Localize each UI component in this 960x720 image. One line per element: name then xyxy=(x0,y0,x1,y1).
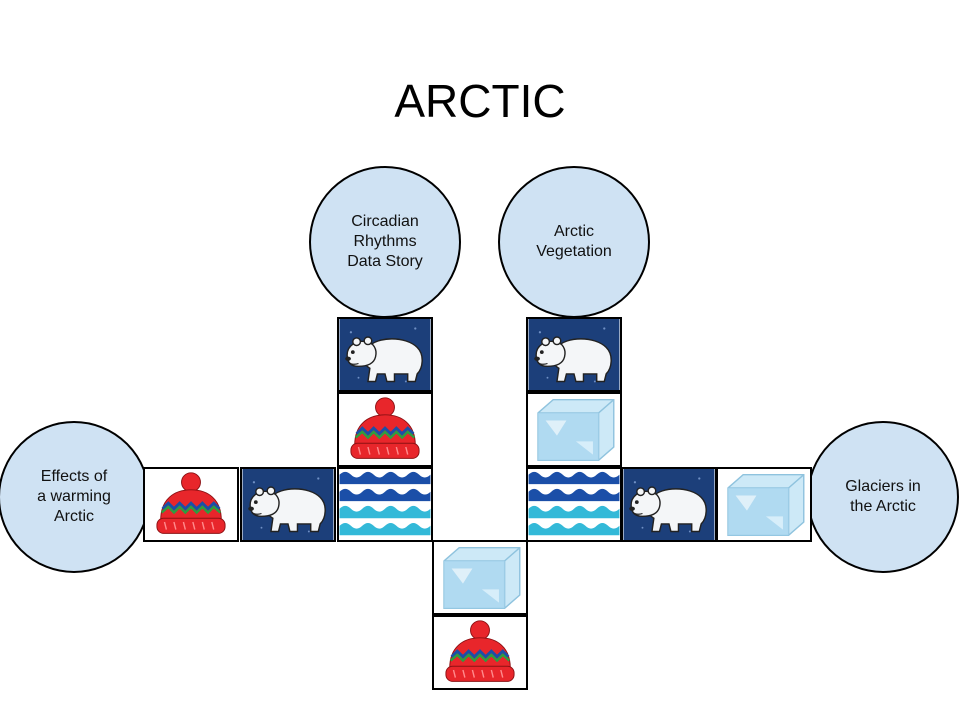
node-label: Effects of a warming Arctic xyxy=(37,468,111,525)
tile-winter-hat xyxy=(432,615,528,690)
winter-hat-icon xyxy=(339,394,431,465)
page-title: ARCTIC xyxy=(394,75,566,127)
node-label: Arctic Vegetation xyxy=(536,223,612,260)
water-waves-icon xyxy=(339,469,431,540)
tile-water-waves xyxy=(526,467,622,542)
tile-winter-hat xyxy=(337,392,433,467)
tile-polar-bear xyxy=(337,317,433,392)
winter-hat-icon xyxy=(434,617,526,688)
polar-bear-icon xyxy=(623,469,715,540)
node-glaciers-arctic[interactable]: Glaciers in the Arctic xyxy=(807,421,959,573)
tile-polar-bear xyxy=(240,467,336,542)
node-effects-warming-arctic[interactable]: Effects of a warming Arctic xyxy=(0,421,150,573)
node-circadian-rhythms[interactable]: Circadian Rhythms Data Story xyxy=(309,166,461,318)
tile-polar-bear xyxy=(526,317,622,392)
ice-cube-icon xyxy=(434,542,526,613)
water-waves-icon xyxy=(528,469,620,540)
tile-winter-hat xyxy=(143,467,239,542)
tile-polar-bear xyxy=(621,467,717,542)
ice-cube-icon xyxy=(718,469,810,540)
tile-ice-cube xyxy=(526,392,622,467)
polar-bear-icon xyxy=(339,319,431,390)
node-label: Circadian Rhythms Data Story xyxy=(347,213,423,270)
polar-bear-icon xyxy=(528,319,620,390)
node-arctic-vegetation[interactable]: Arctic Vegetation xyxy=(498,166,650,318)
polar-bear-icon xyxy=(242,469,334,540)
tile-ice-cube xyxy=(432,540,528,615)
tile-ice-cube xyxy=(716,467,812,542)
winter-hat-icon xyxy=(145,469,237,540)
tile-water-waves xyxy=(337,467,433,542)
node-label: Glaciers in the Arctic xyxy=(845,478,921,515)
ice-cube-icon xyxy=(528,394,620,465)
